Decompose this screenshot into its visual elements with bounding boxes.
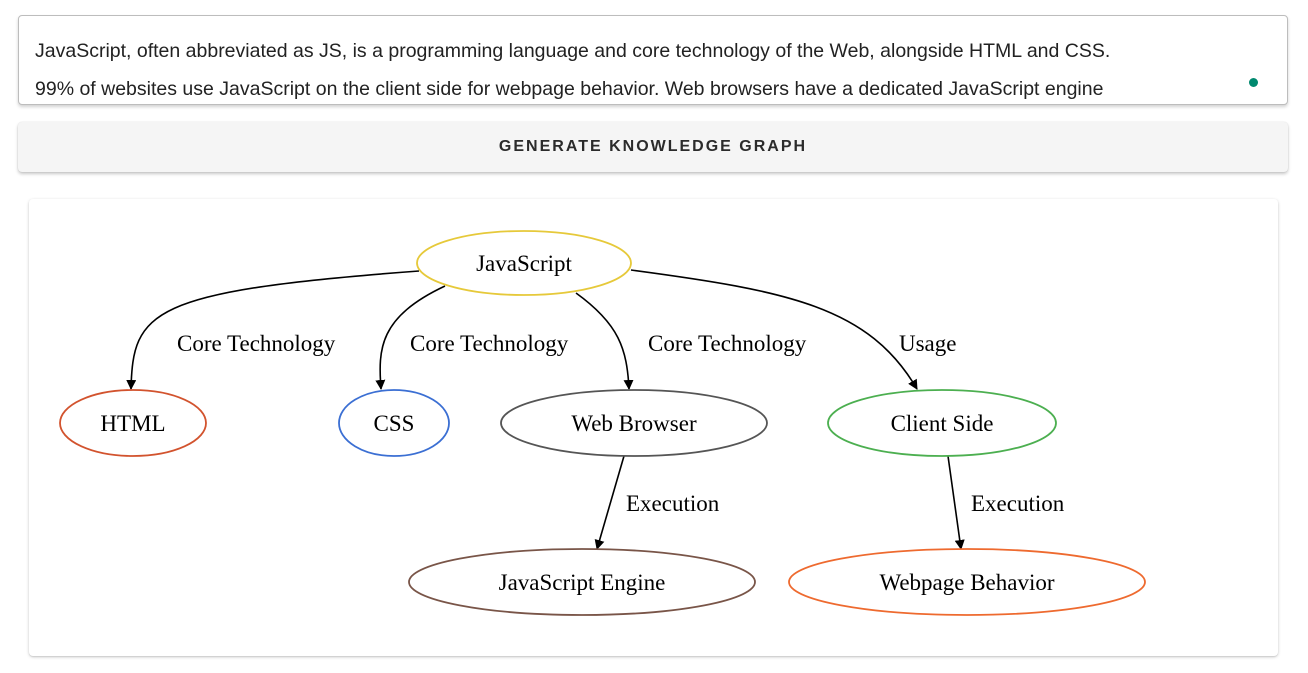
node-label-javascript-engine: JavaScript Engine [499, 570, 666, 595]
status-indicator-dot [1249, 78, 1258, 87]
input-text[interactable]: JavaScript, often abbreviated as JS, is … [35, 32, 1250, 108]
node-label-javascript: JavaScript [476, 251, 572, 276]
node-web-browser[interactable]: Web Browser [500, 389, 768, 457]
edge-label-client-side-to-webpage-behavior: Execution [971, 491, 1065, 516]
generate-knowledge-graph-button[interactable]: GENERATE KNOWLEDGE GRAPH [18, 122, 1288, 172]
node-webpage-behavior[interactable]: Webpage Behavior [788, 548, 1146, 616]
edge-label-javascript-to-client-side: Usage [899, 331, 956, 356]
node-label-html: HTML [100, 411, 165, 436]
node-client-side[interactable]: Client Side [827, 389, 1057, 457]
node-javascript[interactable]: JavaScript [416, 230, 632, 296]
knowledge-graph-panel: Core Technology Core Technology Core Techn… [29, 199, 1278, 656]
node-ellipse-html [59, 389, 207, 457]
node-javascript-engine[interactable]: JavaScript Engine [408, 548, 756, 616]
edge-javascript-to-client-side [630, 269, 918, 390]
node-ellipse-client-side [827, 389, 1057, 457]
knowledge-graph: Core Technology Core Technology Core Techn… [59, 230, 1146, 616]
edge-label-javascript-to-web-browser: Core Technology [648, 331, 807, 356]
edge-label-web-browser-to-javascript-engine: Execution [626, 491, 720, 516]
node-html[interactable]: HTML [59, 389, 207, 457]
edge-javascript-to-css [375, 285, 446, 390]
edge-label-javascript-to-css: Core Technology [410, 331, 569, 356]
node-ellipse-webpage-behavior [788, 548, 1146, 616]
node-label-web-browser: Web Browser [571, 411, 697, 436]
input-text-line-2: 99% of websites use JavaScript on the cl… [35, 78, 1104, 100]
node-ellipse-css [338, 389, 450, 457]
node-label-css: CSS [374, 411, 415, 436]
node-css[interactable]: CSS [338, 389, 450, 457]
node-ellipse-javascript [416, 230, 632, 296]
edge-client-side-to-webpage-behavior [947, 455, 965, 550]
edge-web-browser-to-javascript-engine [594, 455, 625, 550]
node-ellipse-javascript-engine [408, 548, 756, 616]
edge-label-javascript-to-html: Core Technology [177, 331, 336, 356]
node-label-client-side: Client Side [891, 411, 994, 436]
text-input-area[interactable]: JavaScript, often abbreviated as JS, is … [18, 15, 1288, 105]
input-text-line-1: JavaScript, often abbreviated as JS, is … [35, 40, 1111, 62]
edge-javascript-to-html [126, 270, 420, 390]
edge-javascript-to-web-browser [575, 292, 634, 390]
node-ellipse-web-browser [500, 389, 768, 457]
node-label-webpage-behavior: Webpage Behavior [879, 570, 1054, 595]
